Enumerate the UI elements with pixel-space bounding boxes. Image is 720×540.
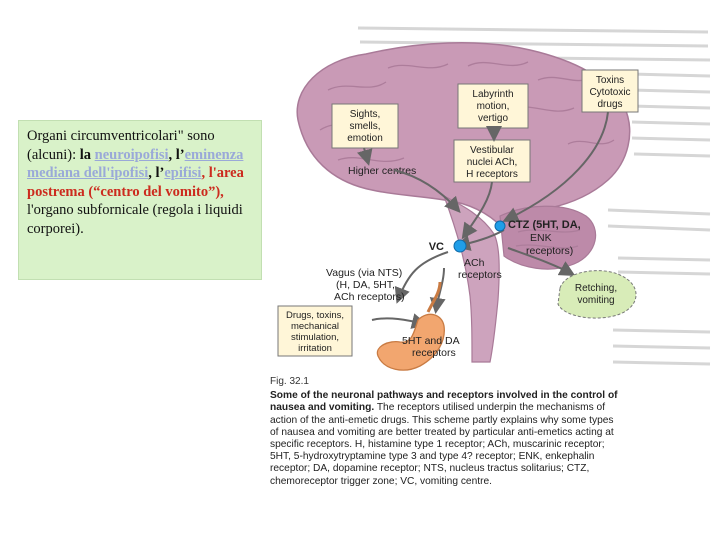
textbox-sep1: , l’ — [168, 146, 185, 163]
svg-text:ACh receptors): ACh receptors) — [334, 291, 405, 303]
caption-heading: Some of the neuronal pathways and recept… — [270, 390, 618, 414]
svg-text:Toxins: Toxins — [596, 75, 624, 86]
textbox-la: la — [79, 146, 95, 163]
caption-body: The receptors utilised underpin the mech… — [270, 402, 614, 487]
svg-text:vomiting: vomiting — [577, 295, 614, 306]
textbox-sep2: , l’ — [148, 165, 165, 182]
link-eminenza-mediana[interactable]: eminenza mediana dell'ipofisi — [27, 146, 244, 182]
svg-text:(H, DA, 5HT,: (H, DA, 5HT, — [336, 279, 395, 291]
svg-text:CTZ (5HT, DA,: CTZ (5HT, DA, — [508, 219, 581, 231]
svg-text:emotion: emotion — [347, 133, 383, 144]
label-higher-centres: Higher centres — [348, 165, 416, 177]
figure-number: Fig. 32.1 — [270, 376, 309, 387]
label-ach-receptors: ACh receptors — [458, 257, 502, 281]
svg-text:irritation: irritation — [298, 343, 332, 354]
svg-text:mechanical: mechanical — [291, 321, 339, 332]
definition-text-box: Organi circumventricolari" sono (alcuni)… — [18, 120, 262, 280]
brain-shape — [296, 42, 631, 236]
textbox-area-postrema: , l'area postrema (“centro del vomito”), — [27, 165, 244, 200]
vestibular-nuclei-box: Vestibular nuclei ACh, H receptors — [453, 139, 531, 183]
esophagus-shape — [426, 281, 442, 313]
svg-text:stimulation,: stimulation, — [291, 332, 339, 343]
svg-text:Vagus (via NTS): Vagus (via NTS) — [326, 267, 402, 279]
svg-text:Vestibular: Vestibular — [470, 145, 515, 156]
stomach-shape — [376, 313, 445, 371]
label-5ht-da-receptors: 5HT and DA receptors — [402, 335, 460, 359]
ctz-node — [494, 220, 506, 232]
svg-text:Cytotoxic: Cytotoxic — [589, 87, 630, 98]
drugs-toxins-box: Drugs, toxins, mechanical stimulation, i… — [277, 305, 353, 357]
sights-smells-emotion-box: Sights, smells, emotion — [331, 103, 399, 149]
svg-text:receptors: receptors — [412, 347, 456, 359]
svg-text:vertigo: vertigo — [478, 113, 508, 124]
svg-text:receptors): receptors) — [526, 245, 573, 257]
label-vagus: Vagus (via NTS) (H, DA, 5HT, ACh recepto… — [326, 267, 405, 303]
svg-text:Drugs, toxins,: Drugs, toxins, — [286, 310, 344, 321]
svg-text:ACh: ACh — [464, 257, 485, 269]
figure-caption: Fig. 32.1 Some of the neuronal pathways … — [270, 376, 620, 488]
vc-node — [453, 239, 467, 253]
textbox-intro: Organi circumventricolari" sono (alcuni)… — [27, 128, 215, 163]
svg-text:nuclei ACh,: nuclei ACh, — [467, 157, 518, 168]
svg-text:Labyrinth: Labyrinth — [472, 89, 513, 100]
nausea-pathway-diagram: Sights, smells, emotion Labyrinth motion… — [277, 26, 711, 371]
link-neuroipofisi[interactable]: neuroipofisi — [94, 146, 169, 163]
svg-text:5HT and DA: 5HT and DA — [402, 335, 460, 347]
textbox-organo-subfornicale: l'organo subfornicale (regola i liquidi … — [27, 202, 243, 237]
svg-text:Sights,: Sights, — [350, 109, 381, 120]
svg-text:drugs: drugs — [597, 99, 622, 110]
svg-text:motion,: motion, — [477, 101, 510, 112]
svg-text:smells,: smells, — [349, 121, 380, 132]
toxins-cytotoxic-box: Toxins Cytotoxic drugs — [581, 69, 639, 113]
svg-text:Retching,: Retching, — [575, 283, 617, 294]
svg-text:ENK: ENK — [530, 232, 552, 244]
labyrinth-motion-box: Labyrinth motion, vertigo — [457, 83, 529, 129]
svg-text:H receptors: H receptors — [466, 169, 518, 180]
retching-vomiting-node: Retching, vomiting — [557, 270, 637, 319]
svg-text:receptors: receptors — [458, 269, 502, 281]
label-ctz: CTZ (5HT, DA, ENK receptors) — [508, 219, 581, 257]
label-vc: VC — [429, 241, 444, 253]
link-epifisi[interactable]: epifisi — [164, 165, 202, 182]
